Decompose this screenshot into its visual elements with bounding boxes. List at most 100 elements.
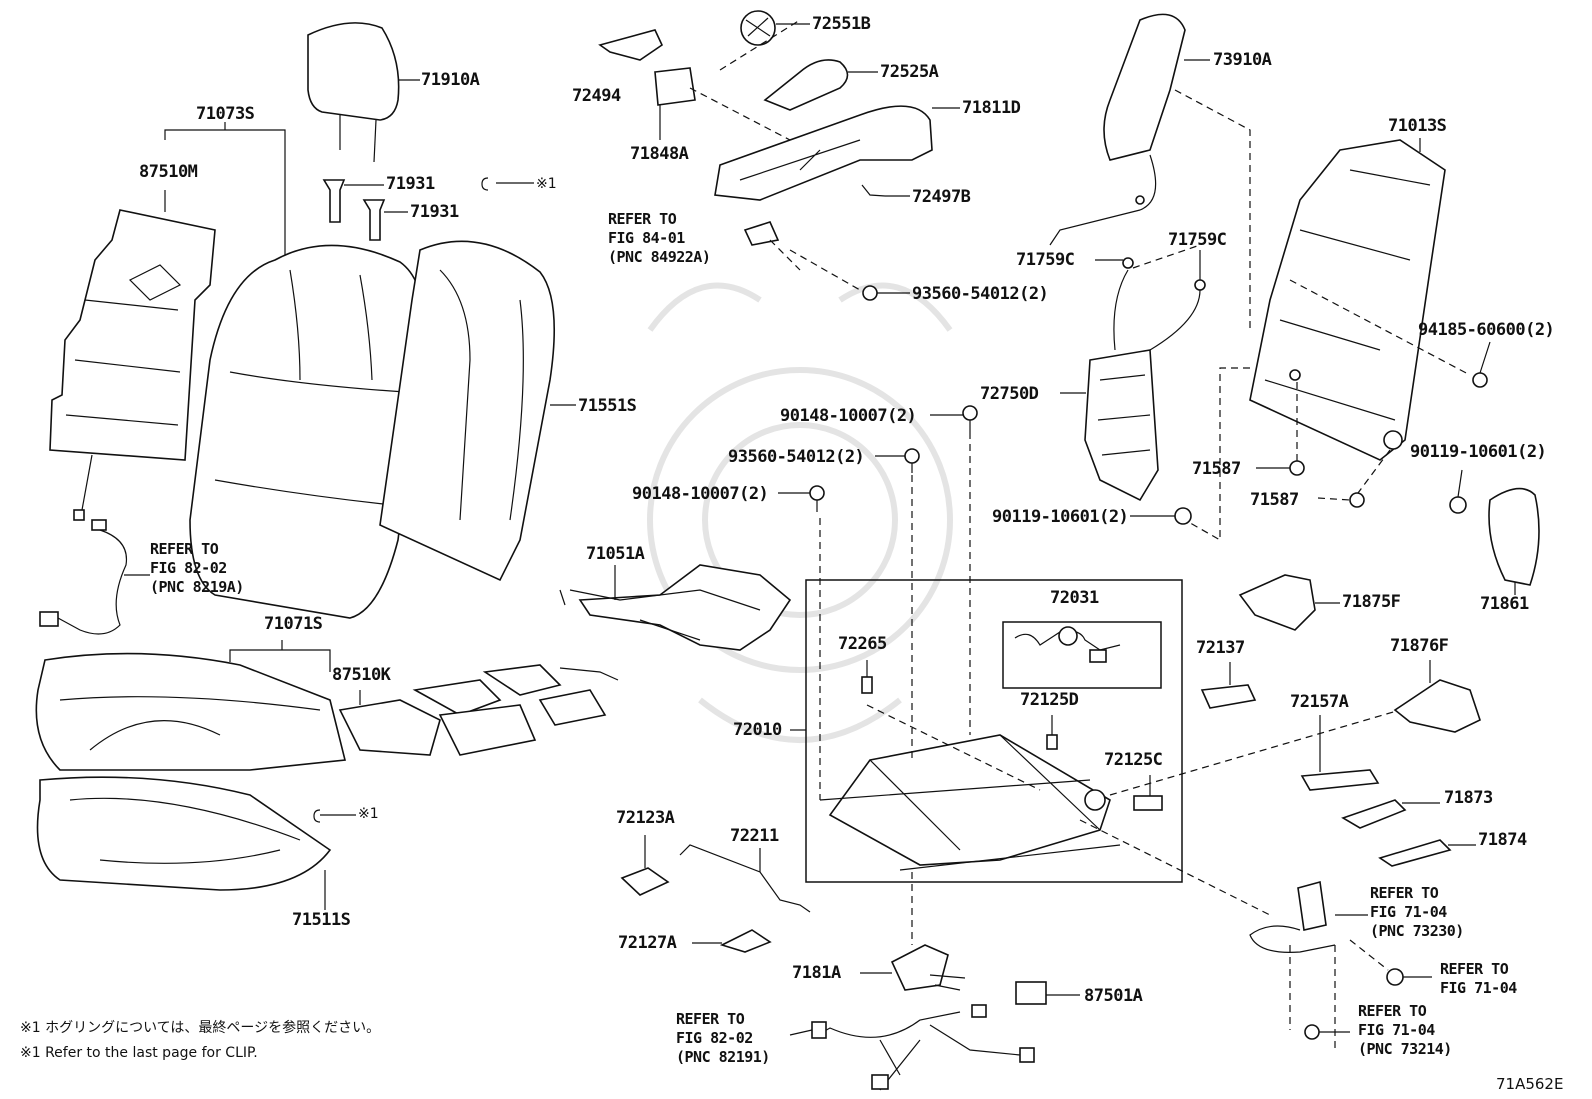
part-label-72010: 72010 xyxy=(733,720,782,740)
connector-87501A xyxy=(1015,981,1047,1005)
part-label-72497B: 72497B xyxy=(912,187,971,207)
refer-fig-71-04-b: REFER TO FIG 71-04 xyxy=(1440,960,1517,998)
part-label-90119b: 90119-10601(2) xyxy=(1410,442,1547,462)
part-label-72525A: 72525A xyxy=(880,62,939,82)
cover-71861 xyxy=(1488,487,1540,586)
headrest-71910A xyxy=(307,22,400,163)
bolt-93560-b xyxy=(904,448,920,473)
part-label-71931b: 71931 xyxy=(410,202,459,222)
seatback-heater-87510M xyxy=(49,209,216,521)
shield-71811D xyxy=(714,105,933,201)
seat-cushion-pad-71511S xyxy=(36,776,332,891)
refer-fig-71-04-a-line2: FIG 71-04 xyxy=(1370,903,1447,921)
bolt-90148-a xyxy=(962,405,978,432)
seat-adjuster-box-72010 xyxy=(805,579,1183,883)
wire-harness-82191 xyxy=(811,1004,1035,1091)
part-label-72494: 72494 xyxy=(572,86,621,106)
bracket-7181A xyxy=(890,944,966,991)
refer-fig-84-01-line2: FIG 84-01 xyxy=(608,229,685,247)
refer-fig-71-04-b-line1: REFER TO xyxy=(1440,960,1509,978)
part-label-71876F: 71876F xyxy=(1390,636,1449,656)
figure-code: 71A562E xyxy=(1496,1075,1564,1093)
headrest-support-71931 xyxy=(322,179,386,241)
part-label-72551B: 72551B xyxy=(812,14,871,34)
refer-fig-71-04-a-line3: (PNC 73230) xyxy=(1370,922,1464,940)
seat-adjuster-72010 xyxy=(819,734,1121,871)
leader-82191 xyxy=(789,1029,813,1036)
clip-72497B xyxy=(861,184,886,197)
cover-71873 xyxy=(1341,799,1407,829)
part-label-87510K: 87510K xyxy=(332,665,391,685)
motor-box-72031 xyxy=(1002,621,1162,689)
part-label-72125C: 72125C xyxy=(1104,750,1163,770)
footnote-japanese: ※1 ホグリングについては、最終ページを参照ください。 xyxy=(20,1020,381,1036)
cushion-frame-71051A xyxy=(559,564,792,651)
grommet-71587-b xyxy=(1349,492,1365,508)
refer-fig-84-01-line1: REFER TO xyxy=(608,210,677,228)
part-label-71811D: 71811D xyxy=(962,98,1021,118)
cover-72125C xyxy=(1133,795,1163,811)
part-label-71587b: 71587 xyxy=(1250,490,1299,510)
leader-94185 xyxy=(1479,341,1491,374)
bolt-90119-a xyxy=(1174,507,1192,525)
leader-90119b xyxy=(1457,469,1463,498)
cover-72494 xyxy=(598,29,664,61)
cover-72137 xyxy=(1200,684,1257,709)
part-label-71551S: 71551S xyxy=(578,396,637,416)
grommet-71587-a xyxy=(1289,460,1305,476)
cover-71874 xyxy=(1378,839,1452,867)
part-label-72125D: 72125D xyxy=(1020,690,1079,710)
rod-72211 xyxy=(679,844,811,913)
cover-72123A xyxy=(620,867,670,896)
part-label-72750D: 72750D xyxy=(980,384,1039,404)
leader-71587b xyxy=(1317,497,1351,501)
part-label-71875F: 71875F xyxy=(1342,592,1401,612)
part-label-71587a: 71587 xyxy=(1192,459,1241,479)
part-label-71013S: 71013S xyxy=(1388,116,1447,136)
cover-71875F xyxy=(1238,574,1316,631)
dashed-guides-frame xyxy=(1184,279,1471,542)
part-label-87501A: 87501A xyxy=(1084,986,1143,1006)
cover-72157A xyxy=(1300,769,1380,791)
part-label-72123A: 72123A xyxy=(616,808,675,828)
refer-fig-82-02-b: REFER TO FIG 82-02 (PNC 82191) xyxy=(676,1010,770,1067)
side-airbag-73910A xyxy=(1049,13,1186,246)
part-label-93560a: 93560-54012(2) xyxy=(912,284,1049,304)
refer-fig-71-04-b-line2: FIG 71-04 xyxy=(1440,979,1517,997)
footnote-english: ※1 Refer to the last page for CLIP. xyxy=(20,1045,258,1061)
bracket-84922A xyxy=(743,221,780,246)
lumbar-72750D xyxy=(1084,257,1206,502)
part-label-94185: 94185-60600(2) xyxy=(1418,320,1555,340)
refer-fig-71-04-a: REFER TO FIG 71-04 (PNC 73230) xyxy=(1370,884,1464,941)
refer-fig-82-02-b-line2: FIG 82-02 xyxy=(676,1029,753,1047)
hog-ring-icon xyxy=(481,177,489,191)
refer-fig-84-01-line3: (PNC 84922A) xyxy=(608,248,711,266)
dashed-guide-airbag xyxy=(1174,89,1251,330)
part-label-72127A: 72127A xyxy=(618,933,677,953)
seat-heater-87510K xyxy=(338,664,619,756)
part-label-72211: 72211 xyxy=(730,826,779,846)
clip-72265 xyxy=(861,676,873,694)
part-label-73910A: 73910A xyxy=(1213,50,1272,70)
hog-ring-icon-2 xyxy=(313,809,321,823)
part-label-71759Ca: 71759C xyxy=(1016,250,1075,270)
cover-72127A xyxy=(719,929,772,953)
dashed-grommets xyxy=(1296,380,1391,494)
part-label-90119a: 90119-10601(2) xyxy=(992,507,1129,527)
part-label-71071S: 71071S xyxy=(264,614,323,634)
part-label-71511S: 71511S xyxy=(292,910,351,930)
part-label-7181A: 7181A xyxy=(792,963,841,983)
clip-marker-1a: ※1 xyxy=(536,176,557,192)
refer-fig-71-04-a-line1: REFER TO xyxy=(1370,884,1439,902)
clip-72125D xyxy=(1046,734,1058,750)
part-label-71848A: 71848A xyxy=(630,144,689,164)
seatbelt-buckle xyxy=(1249,880,1404,1040)
part-label-93560b: 93560-54012(2) xyxy=(728,447,865,467)
part-label-90148a: 90148-10007(2) xyxy=(780,406,917,426)
bolt-90148-b xyxy=(809,485,825,512)
seat-cushion-cover-71071S xyxy=(35,652,346,771)
knob-72551B xyxy=(740,10,776,46)
part-label-72031: 72031 xyxy=(1050,588,1099,608)
